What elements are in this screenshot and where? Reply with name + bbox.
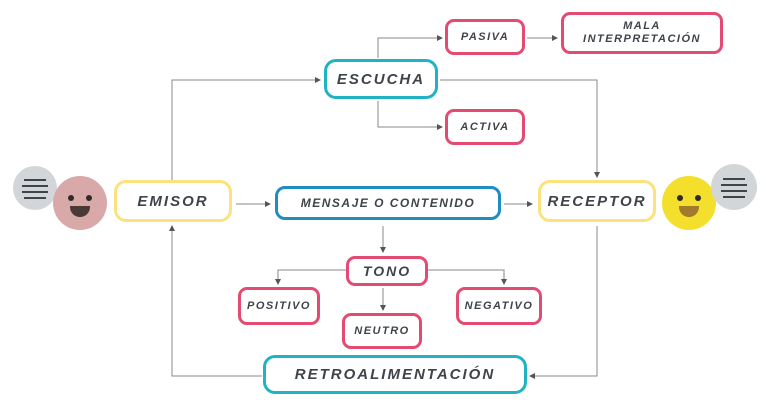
node-activa: ACTIVA: [445, 109, 525, 145]
receptor-smiley-face-icon: [662, 176, 716, 230]
node-neutro: NEUTRO: [342, 313, 422, 349]
node-mala-interpretacion: MALA INTERPRETACIÓN: [561, 12, 723, 54]
mala-line-2: INTERPRETACIÓN: [583, 33, 701, 45]
node-pasiva: PASIVA: [445, 19, 525, 55]
node-escucha: ESCUCHA: [324, 59, 438, 99]
node-retroalimentacion: RETROALIMENTACIÓN: [263, 355, 527, 394]
emisor-smiley-face-icon: [53, 176, 107, 230]
node-emisor: EMISOR: [114, 180, 232, 222]
node-positivo: POSITIVO: [238, 287, 320, 325]
node-tono: TONO: [346, 256, 428, 286]
receptor-speech-bubble-icon: [711, 164, 757, 210]
node-mensaje: MENSAJE O CONTENIDO: [275, 186, 501, 220]
emisor-speech-bubble-icon: [13, 166, 57, 210]
mala-line-1: MALA: [623, 20, 661, 32]
node-receptor: RECEPTOR: [538, 180, 656, 222]
node-negativo: NEGATIVO: [456, 287, 542, 325]
